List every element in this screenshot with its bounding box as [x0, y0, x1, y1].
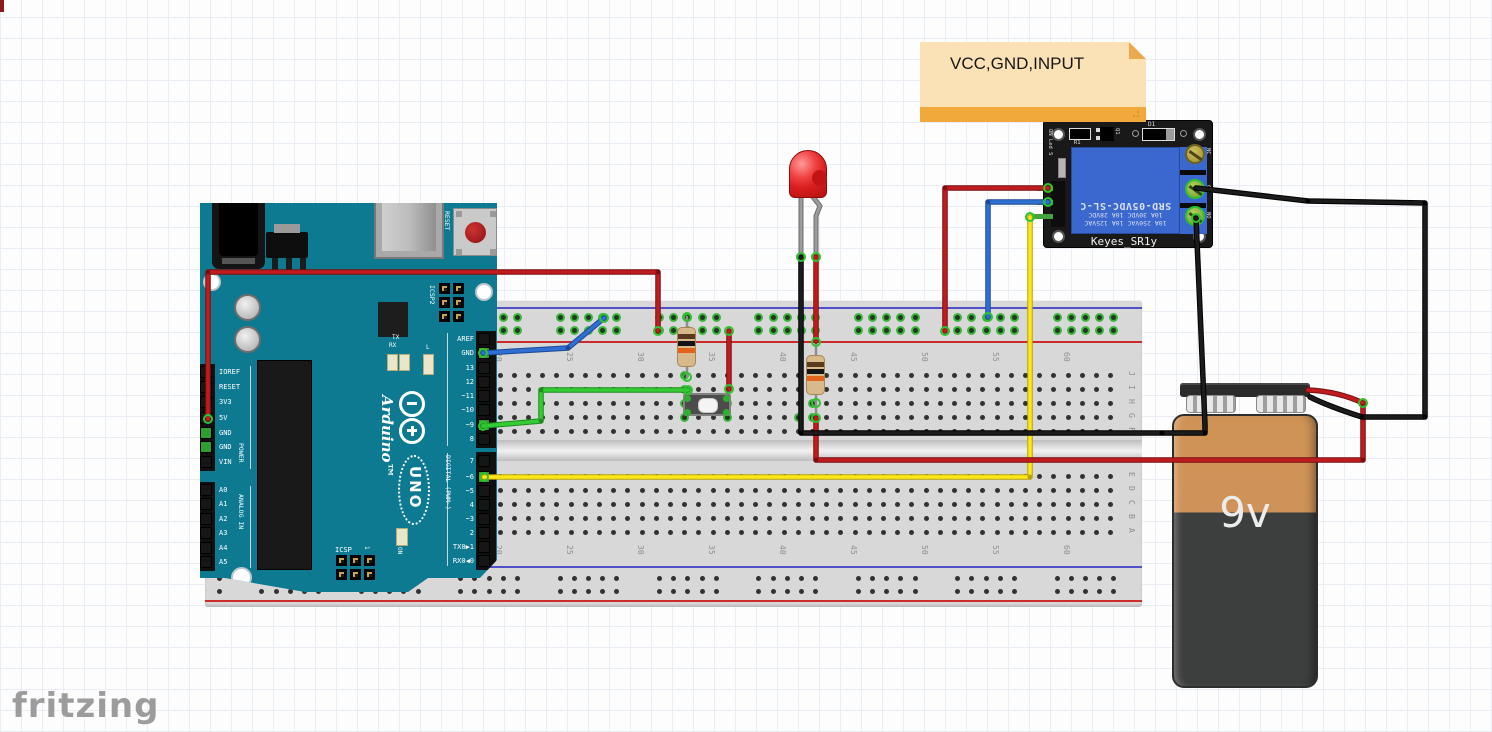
uno-oval — [398, 455, 430, 525]
atmega-chip — [257, 360, 312, 570]
pad-icon — [1180, 130, 1187, 137]
arduino-uno-board[interactable]: RESET ICSP2 ICSP 1 TX RX L ON Arduino™ — [200, 203, 497, 592]
relay-pin-signal — [1031, 214, 1053, 219]
r1-ref-label: R1 — [1074, 140, 1081, 146]
top-negative-rail-line — [205, 307, 1142, 309]
top-positive-rail-line — [205, 341, 1142, 343]
fritzing-watermark: fritzing — [12, 686, 160, 726]
pad-icon — [1132, 130, 1139, 137]
pushbutton[interactable] — [683, 393, 731, 416]
sticky-note-text[interactable]: VCC,GND,INPUT — [950, 54, 1085, 73]
mounting-hole — [475, 283, 493, 301]
wire-relay-gnd-blue[interactable] — [985, 199, 1051, 320]
wire-battery-to-relay-black[interactable] — [1193, 185, 1428, 420]
l-led-label: L — [426, 344, 430, 351]
pushbutton-pin — [723, 409, 730, 416]
terminal-screw-nc[interactable] — [1185, 144, 1205, 164]
capacitor — [234, 326, 261, 353]
tx-label: TX — [392, 334, 400, 341]
resistor-r1 — [1069, 128, 1091, 140]
voltage-regulator — [266, 232, 308, 258]
usb-connector — [374, 203, 444, 259]
pushbutton-cap[interactable] — [698, 398, 718, 413]
wire-bendpoints — [205, 185, 1428, 480]
tx-led — [399, 354, 410, 371]
relay-pin-header — [1051, 181, 1065, 227]
pushbutton-pin — [723, 395, 730, 402]
sticky-note-bar[interactable] — [920, 107, 1146, 122]
relay-can: 10A 250VAC 10A 125VAC 10A 30VDC 10A 28VD… — [1071, 147, 1180, 234]
offscreen-part-sliver — [0, 0, 4, 12]
relay-module[interactable]: R1 Q1 D1 10A 250VAC 10A 125VAC 10A 30VDC… — [1031, 120, 1213, 248]
battery-terminal-negative — [1186, 395, 1236, 413]
bottom-positive-rail-line — [205, 600, 1142, 602]
battery-terminal-positive — [1256, 395, 1306, 413]
arduino-logo-minus — [399, 391, 425, 417]
d1-ref-label: D1 — [1148, 121, 1156, 128]
icsp-label: ICSP — [335, 546, 352, 554]
red-led[interactable] — [789, 150, 827, 198]
pushbutton-pin — [684, 395, 691, 402]
transistor-q1 — [1096, 127, 1114, 141]
rx-led — [387, 354, 398, 371]
red-led-flange — [812, 170, 827, 186]
power-jack — [212, 203, 265, 269]
pushbutton-pin — [684, 409, 691, 416]
wire-led-to-relay-black[interactable] — [798, 215, 1208, 436]
mounting-hole — [1052, 230, 1065, 243]
mounting-hole — [1193, 128, 1206, 141]
connection-rings — [203, 183, 1368, 482]
wire-5v-red[interactable] — [205, 269, 661, 422]
on-led — [396, 528, 408, 546]
bottom-negative-rail-line — [205, 566, 1142, 568]
diode-d1 — [1142, 128, 1175, 141]
relay-led — [1058, 158, 1066, 178]
sticky-note-fold-icon — [1129, 42, 1146, 59]
resistor-10k[interactable] — [677, 327, 696, 367]
battery-voltage-label: 9v — [1219, 488, 1271, 537]
l-led — [423, 354, 434, 375]
reset-button[interactable] — [453, 208, 497, 256]
relay-name-label: Keyes_SR1y — [1090, 235, 1158, 248]
resistor-10k[interactable] — [806, 355, 825, 395]
mounting-hole — [1052, 128, 1065, 141]
wire-pin9-green[interactable] — [480, 387, 691, 429]
sticky-note-resize-grip-icon[interactable] — [1130, 110, 1140, 119]
capacitor — [234, 294, 261, 321]
rx-label: RX — [389, 342, 397, 349]
chip-small — [378, 302, 408, 337]
resistor-leads — [685, 315, 818, 420]
arduino-logo-plus — [399, 418, 425, 444]
battery-cap — [1180, 383, 1310, 397]
